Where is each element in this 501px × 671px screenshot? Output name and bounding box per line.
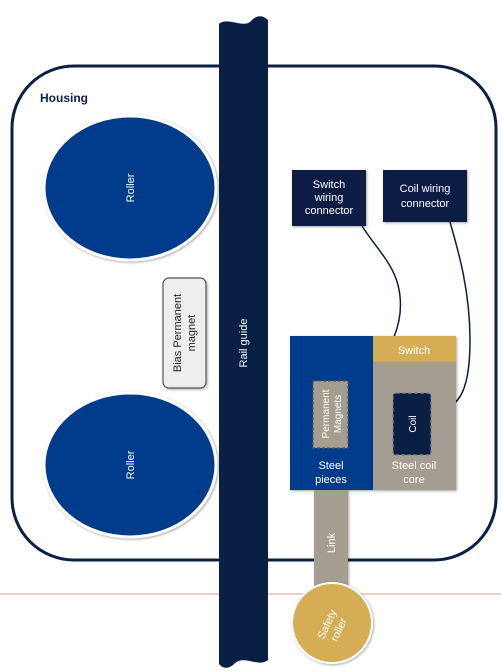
roller-bottom (42, 391, 218, 539)
permanent-magnets-box (312, 380, 349, 449)
coil-connector-line2: connector (401, 198, 450, 210)
switch-connector-box (292, 170, 366, 226)
coil-connector-box (383, 170, 467, 222)
rail-guide-label: Rail guide (238, 319, 250, 368)
roller-top-label: Roller (125, 173, 137, 202)
coil-connector-line1: Coil wiring (400, 183, 451, 195)
roller-bottom-label: Roller (125, 450, 137, 479)
permanent-magnets-line2: Magnets (333, 395, 344, 433)
bias-magnet-box (162, 277, 207, 389)
steel-coil-core-line1: Steel coil (392, 460, 437, 472)
coil-label: Coil (408, 415, 419, 432)
coil-box (392, 392, 432, 456)
bias-magnet-label-line2: magnet (186, 315, 198, 352)
permanent-magnets-line1: Permanent (321, 389, 332, 438)
link-bar (314, 490, 348, 598)
steel-pieces-line2: pieces (315, 474, 347, 486)
switch-label: Switch (398, 345, 430, 357)
rail-guide (219, 16, 268, 668)
link-label: Link (326, 532, 338, 553)
permanent-magnets-label-group: Permanent Magnets (321, 389, 344, 438)
switch-connector-line1: Switch (313, 179, 345, 191)
switch-connector-line2: wiring (314, 192, 344, 204)
switch-bar (373, 336, 456, 362)
housing-label: Housing (40, 91, 88, 105)
steel-coil-core-line2: core (403, 474, 424, 486)
switch-wire (361, 225, 402, 338)
bias-magnet-label-line1: Bias Permanent (172, 294, 184, 372)
roller-top (42, 114, 218, 262)
steel-pieces-line1: Steel (318, 460, 343, 472)
bias-magnet-label-group: Bias Permanent magnet (172, 294, 198, 372)
switch-connector-line3: connector (305, 205, 354, 217)
safety-roller (291, 582, 373, 664)
